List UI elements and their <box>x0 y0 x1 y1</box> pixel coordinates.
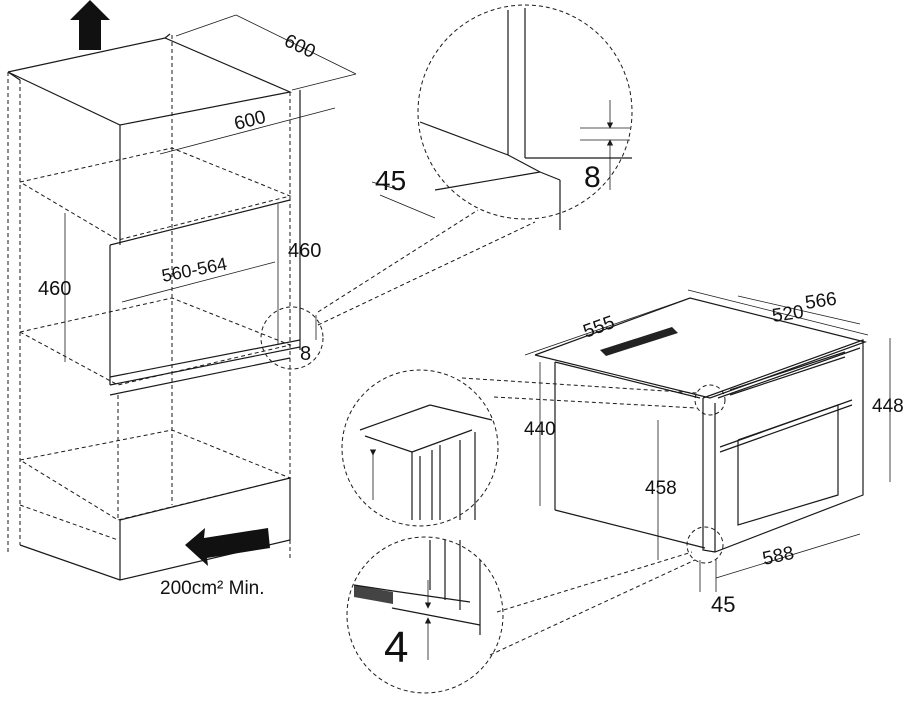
vent-area-label: 200cm² Min. <box>160 578 265 599</box>
oven-depth-label: 555 <box>581 312 618 343</box>
oven-inner-width-label: 520 <box>771 302 805 327</box>
detail-top-depth-label: 45 <box>375 165 406 196</box>
bottom-detail-magnifier <box>346 536 696 694</box>
top-detail-magnifier <box>317 4 633 326</box>
air-inlet-arrow <box>185 528 270 566</box>
oven-front-height-label: 458 <box>645 478 677 499</box>
oven-drawing <box>524 289 891 592</box>
detail-top-gap-label: 8 <box>584 161 601 194</box>
niche-width-label: 560-564 <box>160 254 229 286</box>
shelf-offset-label: 8 <box>300 343 311 365</box>
seal-strip <box>354 585 393 604</box>
oven-front-depth-label: 45 <box>711 592 735 617</box>
vent-grille <box>600 327 678 356</box>
middle-detail-magnifier <box>341 369 698 527</box>
cabinet-depth-label: 600 <box>281 30 319 62</box>
niche-height-left-label: 460 <box>38 278 71 300</box>
niche-height-right-label: 460 <box>288 240 321 262</box>
exhaust-up-arrow <box>70 0 110 50</box>
oven-front-width-label: 588 <box>761 543 796 570</box>
detail-bottom-gap-label: 4 <box>384 623 408 672</box>
oven-body-height-label: 440 <box>524 419 556 440</box>
oven-height-label: 448 <box>872 396 904 417</box>
cabinet-width-label: 600 <box>232 107 268 135</box>
oven-outer-width-label: 566 <box>804 289 838 314</box>
cabinet-drawing <box>7 0 357 581</box>
